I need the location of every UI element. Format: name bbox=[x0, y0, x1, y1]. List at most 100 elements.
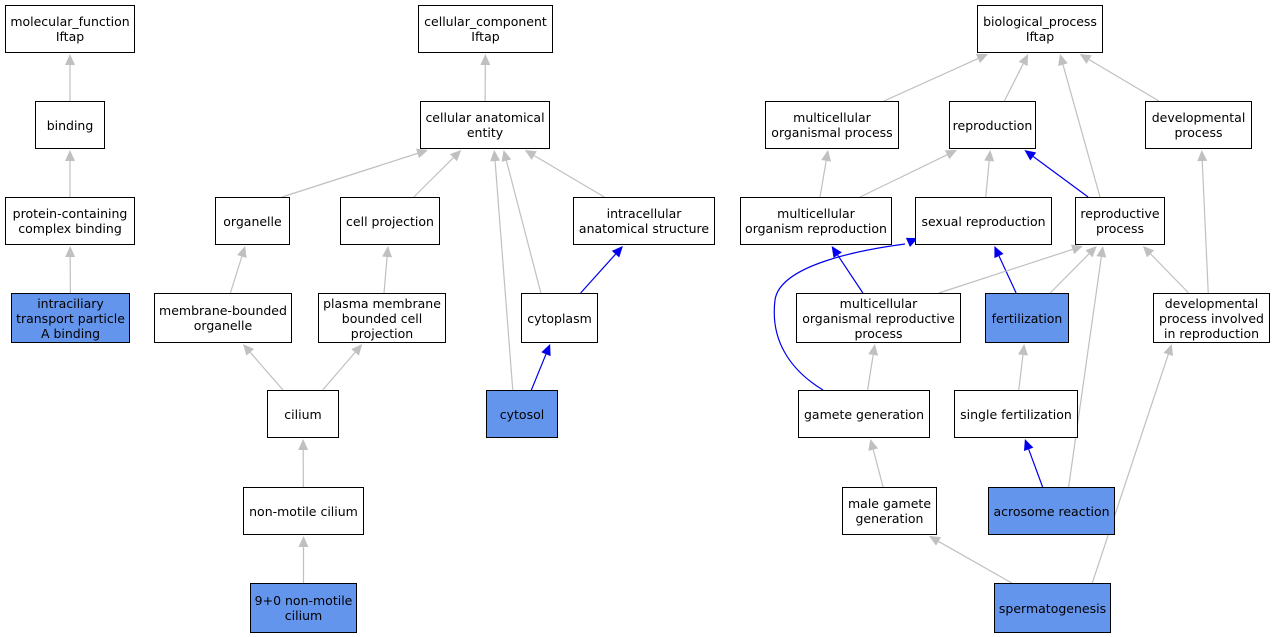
edge-multicellular-reproductive-process-to-reproductive-process bbox=[938, 248, 1073, 294]
edge-developmental-process-to-bp-root bbox=[1088, 59, 1160, 102]
edge-male-gamete-generation-to-gamete-generation bbox=[872, 449, 884, 488]
edge-cytoplasm-to-intracellular-structure bbox=[580, 253, 616, 294]
edge-cytosol-to-cellular-anatomical-entity-arrowhead bbox=[490, 150, 501, 162]
edge-dev-in-reproduction-to-developmental-process-arrowhead bbox=[1197, 150, 1208, 162]
edge-acrosome-reaction-to-reproductive-process-arrowhead bbox=[1096, 246, 1107, 258]
node-binding[interactable]: binding bbox=[35, 101, 105, 149]
edge-protein-complex-binding-to-binding-arrowhead bbox=[65, 150, 75, 161]
edge-cytoplasm-to-intracellular-structure-arrowhead bbox=[611, 246, 623, 258]
edge-reproduction-to-bp-root-arrowhead bbox=[1018, 54, 1029, 67]
node-cytoplasm[interactable]: cytoplasm bbox=[521, 293, 598, 343]
node-multicellular-organismal-process[interactable]: multicellular organismal process bbox=[765, 101, 899, 149]
edge-binding-to-mf-root-arrowhead bbox=[65, 54, 75, 65]
node-fertilization[interactable]: fertilization bbox=[985, 293, 1069, 343]
node-protein-containing-complex-binding[interactable]: protein-containing complex binding bbox=[5, 197, 135, 245]
node-developmental-process-involved-in-reproduction[interactable]: developmental process involved in reprod… bbox=[1153, 293, 1270, 343]
edge-acrosome-reaction-to-reproductive-process bbox=[1068, 256, 1102, 488]
edge-fertilization-to-sexual-reproduction bbox=[998, 255, 1017, 294]
edge-cell-projection-to-cellular-anatomical-entity bbox=[413, 157, 454, 198]
edge-spermatogenesis-to-male-gamete-generation bbox=[938, 540, 1013, 584]
edge-fertilization-to-reproductive-process bbox=[1049, 253, 1090, 294]
node-cytosol[interactable]: cytosol bbox=[486, 390, 558, 438]
edge-cilium-to-membrane-bounded-organelle-arrowhead bbox=[243, 344, 254, 356]
edge-reproductive-process-to-bp-root-arrowhead bbox=[1058, 54, 1068, 66]
node-cellular-component-root[interactable]: cellular_component Iftap bbox=[418, 5, 553, 53]
node-male-gamete-generation[interactable]: male gamete generation bbox=[842, 487, 937, 535]
edge-acrosome-reaction-to-single-fertilization-arrowhead bbox=[1024, 439, 1034, 452]
node-gamete-generation[interactable]: gamete generation bbox=[798, 390, 930, 438]
edge-dev-in-reproduction-to-developmental-process bbox=[1201, 160, 1209, 294]
node-reproduction[interactable]: reproduction bbox=[949, 101, 1036, 149]
edge-intracellular-structure-to-cellular-anatomical-entity-arrowhead bbox=[524, 150, 537, 160]
edge-fertilization-to-sexual-reproduction-arrowhead bbox=[994, 246, 1004, 259]
edge-single-fertilization-to-fertilization-arrowhead bbox=[1017, 344, 1028, 356]
edge-gamete-generation-to-sexual-reproduction bbox=[773, 243, 906, 391]
edge-pm-bounded-projection-to-cell-projection bbox=[383, 256, 388, 294]
edge-cellular-anatomical-entity-to-cc-root-arrowhead bbox=[480, 54, 491, 66]
edge-gamete-generation-to-sexual-reproduction-arrowhead bbox=[905, 237, 918, 248]
node-acrosome-reaction[interactable]: acrosome reaction bbox=[988, 487, 1115, 535]
node-single-fertilization[interactable]: single fertilization bbox=[954, 390, 1078, 438]
edge-multicellular-reproduction-to-reproduction bbox=[859, 154, 948, 198]
edge-reproduction-to-bp-root bbox=[1003, 63, 1024, 102]
edge-multicellular-process-to-bp-root bbox=[883, 57, 979, 102]
edge-gamete-generation-to-multicellular-reproductive-process-arrowhead bbox=[868, 344, 879, 356]
node-reproductive-process[interactable]: reproductive process bbox=[1075, 197, 1165, 245]
edge-reproductive-process-to-bp-root bbox=[1062, 64, 1101, 198]
edge-non-motile-cilium-to-cilium-arrowhead bbox=[298, 439, 309, 451]
edge-male-gamete-generation-to-gamete-generation-arrowhead bbox=[868, 439, 879, 451]
node-non-motile-cilium[interactable]: non-motile cilium bbox=[243, 487, 364, 535]
node-9-0-non-motile-cilium[interactable]: 9+0 non-motile cilium bbox=[250, 583, 357, 633]
edge-cytoplasm-to-cellular-anatomical-entity-arrowhead bbox=[501, 150, 512, 162]
node-multicellular-organismal-reproductive-process[interactable]: multicellular organismal reproductive pr… bbox=[796, 293, 961, 343]
edge-cytosol-to-cytoplasm-arrowhead bbox=[541, 344, 551, 357]
edge-multicellular-reproduction-to-multicellular-process-arrowhead bbox=[821, 150, 832, 162]
edge-organelle-to-cellular-anatomical-entity-arrowhead bbox=[415, 148, 428, 159]
edge-acrosome-reaction-to-single-fertilization bbox=[1028, 449, 1044, 488]
edge-membrane-bounded-organelle-to-organelle bbox=[229, 256, 243, 294]
edge-spermatogenesis-to-dev-in-reproduction bbox=[1091, 354, 1169, 584]
node-cellular-anatomical-entity[interactable]: cellular anatomical entity bbox=[420, 101, 550, 149]
edge-reproductive-process-to-reproduction bbox=[1032, 156, 1089, 198]
node-intracellular-anatomical-structure[interactable]: intracellular anatomical structure bbox=[573, 197, 715, 245]
node-biological-process-root[interactable]: biological_process Iftap bbox=[977, 5, 1103, 53]
node-membrane-bounded-organelle[interactable]: membrane-bounded organelle bbox=[154, 293, 292, 343]
edge-dev-in-reproduction-to-reproductive-process-arrowhead bbox=[1142, 246, 1155, 258]
node-cilium[interactable]: cilium bbox=[267, 390, 339, 438]
node-organelle[interactable]: organelle bbox=[215, 197, 290, 245]
edge-sexual-reproduction-to-reproduction-arrowhead bbox=[984, 150, 995, 162]
edge-multicellular-reproduction-to-multicellular-process bbox=[819, 160, 827, 198]
edge-cytosol-to-cellular-anatomical-entity bbox=[494, 160, 514, 391]
edge-spermatogenesis-to-male-gamete-generation-arrowhead bbox=[929, 536, 942, 546]
edge-cell-projection-to-cellular-anatomical-entity-arrowhead bbox=[449, 150, 462, 162]
edge-ift-a-binding-to-protein-complex-binding-arrowhead bbox=[65, 246, 76, 258]
node-cell-projection[interactable]: cell projection bbox=[340, 197, 440, 245]
node-spermatogenesis[interactable]: spermatogenesis bbox=[994, 583, 1111, 633]
edge-cilium-to-pm-bounded-projection-arrowhead bbox=[351, 344, 363, 356]
edge-cilium-to-membrane-bounded-organelle bbox=[249, 351, 284, 391]
edge-pm-bounded-projection-to-cell-projection-arrowhead bbox=[382, 246, 393, 258]
edge-multicellular-reproduction-to-reproduction-arrowhead bbox=[944, 150, 957, 160]
edge-cilium-to-pm-bounded-projection bbox=[322, 351, 356, 391]
edge-cytosol-to-cytoplasm bbox=[530, 353, 547, 391]
edge-sexual-reproduction-to-reproduction bbox=[985, 160, 990, 198]
edge-spermatogenesis-to-dev-in-reproduction-arrowhead bbox=[1163, 344, 1174, 357]
edge-organelle-to-cellular-anatomical-entity bbox=[281, 152, 418, 198]
edge-multicellular-reproductive-process-to-multicellular-reproduction-arrowhead bbox=[831, 246, 842, 258]
edge-dev-in-reproduction-to-reproductive-process bbox=[1150, 253, 1190, 294]
edge-intracellular-structure-to-cellular-anatomical-entity bbox=[533, 155, 605, 198]
node-multicellular-organism-reproduction[interactable]: multicellular organism reproduction bbox=[740, 197, 892, 245]
edge-nine-zero-cilium-to-non-motile-cilium-arrowhead bbox=[298, 536, 309, 547]
node-sexual-reproduction[interactable]: sexual reproduction bbox=[915, 197, 1052, 245]
edge-multicellular-process-to-bp-root-arrowhead bbox=[975, 53, 988, 64]
node-molecular-function-root[interactable]: molecular_function Iftap bbox=[5, 5, 135, 53]
edge-multicellular-reproductive-process-to-multicellular-reproduction bbox=[837, 254, 864, 294]
node-developmental-process[interactable]: developmental process bbox=[1145, 101, 1252, 149]
node-plasma-membrane-bounded-cell-projection[interactable]: plasma membrane bounded cell projection bbox=[318, 293, 446, 343]
edge-developmental-process-to-bp-root-arrowhead bbox=[1079, 54, 1092, 64]
node-intraciliary-transport-particle-a-binding[interactable]: intraciliary transport particle A bindin… bbox=[11, 293, 130, 343]
edge-membrane-bounded-organelle-to-organelle-arrowhead bbox=[237, 246, 247, 258]
edge-multicellular-reproductive-process-to-reproductive-process-arrowhead bbox=[1070, 244, 1083, 255]
